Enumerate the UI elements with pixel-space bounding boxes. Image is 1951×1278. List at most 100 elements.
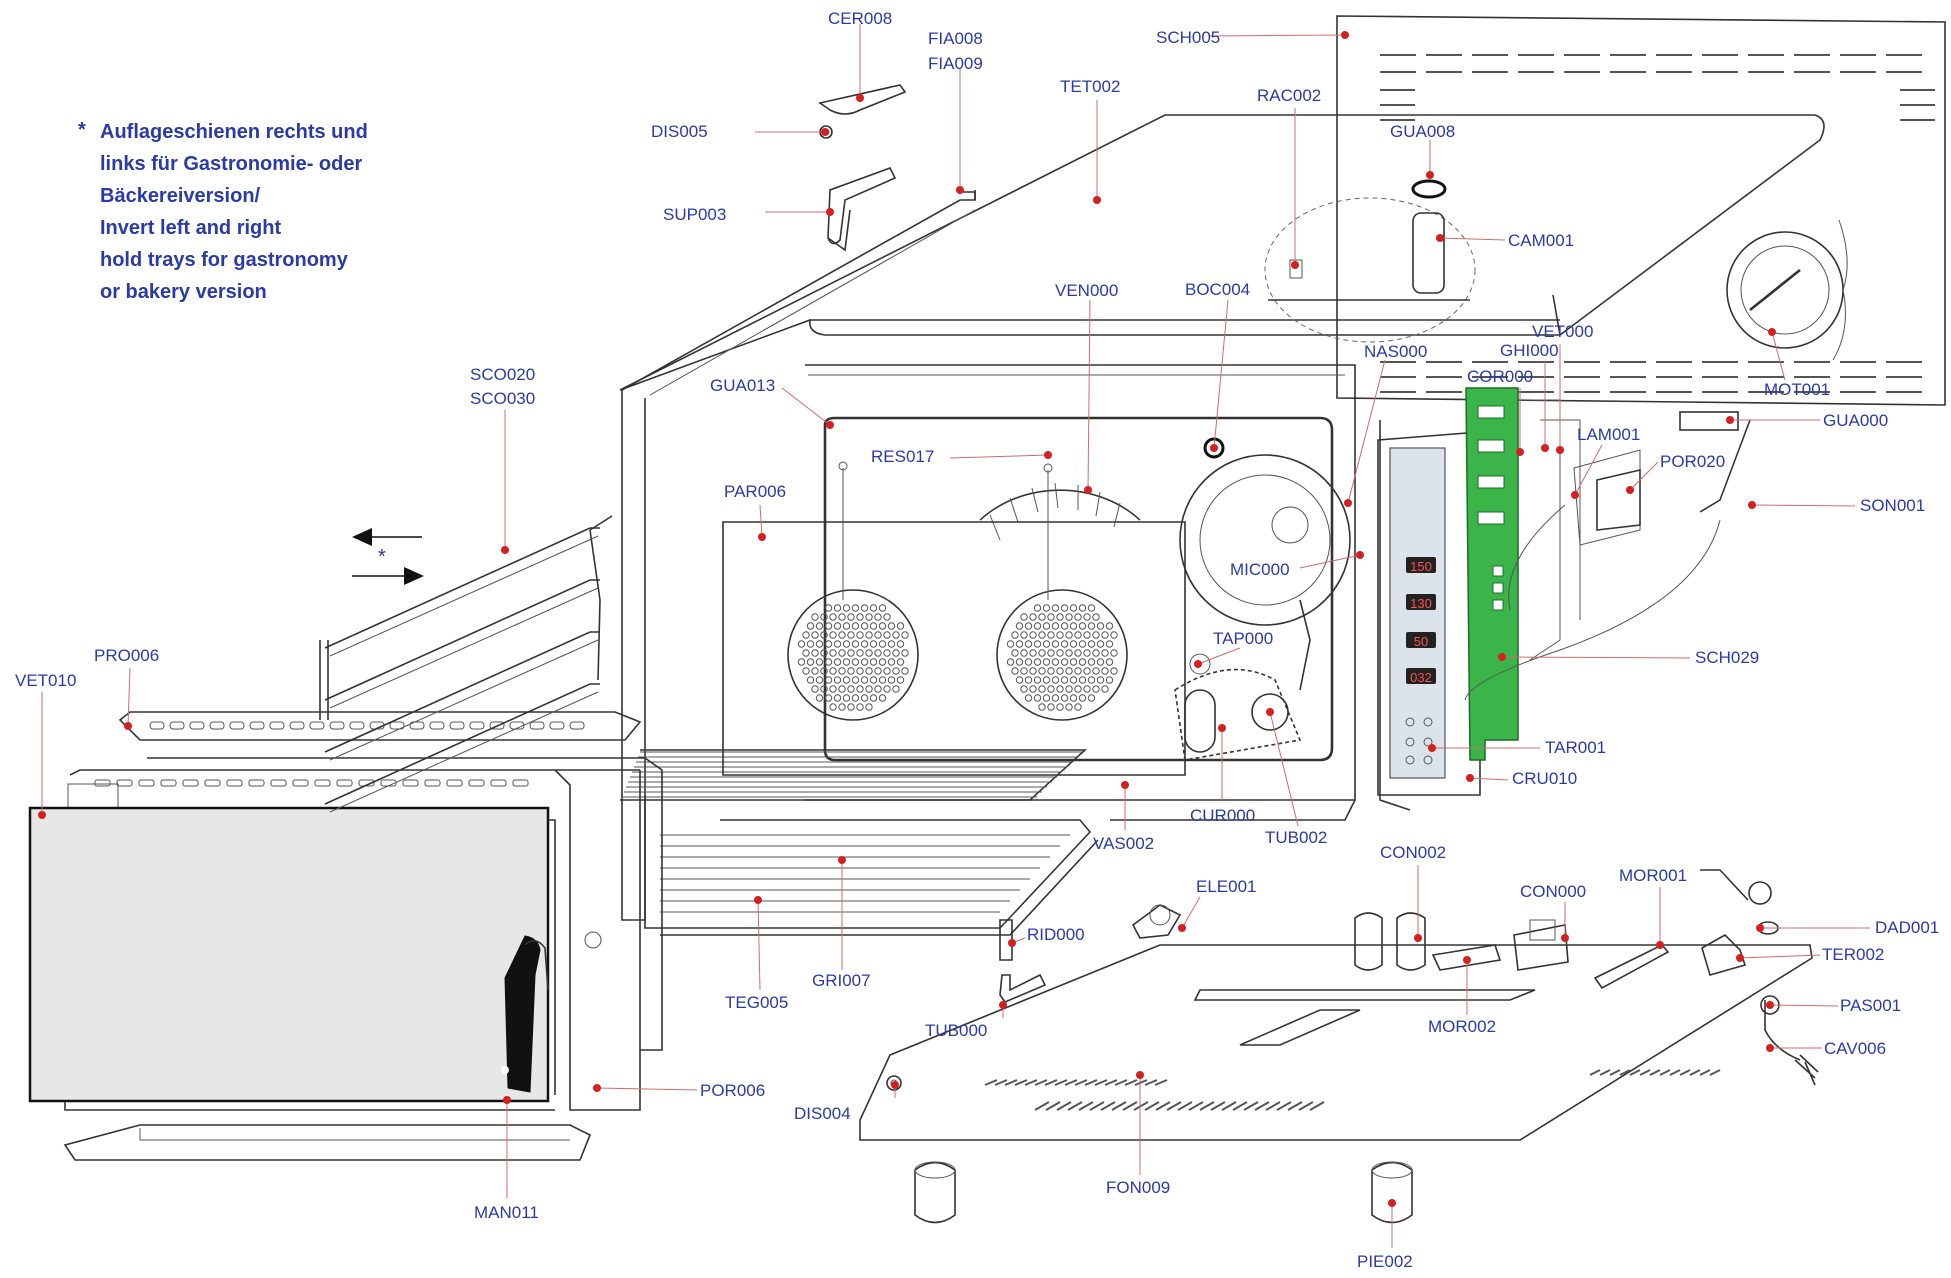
- baffle-hole: [865, 685, 873, 693]
- baffle-hole: [1006, 658, 1015, 666]
- label-tar001: TAR001: [1545, 738, 1606, 757]
- baffle-hole: [815, 694, 824, 702]
- baffle-hole: [811, 667, 819, 675]
- baffle-holes: [797, 604, 1118, 711]
- rail-slot: [149, 721, 165, 730]
- part-marker-dot: [1556, 446, 1564, 454]
- base-slot: [1609, 1069, 1621, 1076]
- base-slot: [1210, 1101, 1226, 1111]
- base-slot: [1669, 1069, 1681, 1076]
- rack-shelf-edge: [329, 587, 599, 709]
- label-cam001: CAM001: [1508, 231, 1574, 250]
- tray-teg005: [644, 795, 1099, 936]
- base-slot: [1084, 1079, 1098, 1086]
- part-marker-dot: [758, 533, 766, 541]
- part-marker-dot: [1136, 1071, 1144, 1079]
- base-slot: [1024, 1079, 1038, 1086]
- baffle-hole: [1105, 640, 1114, 648]
- baffle-hole: [815, 658, 824, 666]
- label-lam001: LAM001: [1577, 425, 1640, 444]
- baffle-hole: [878, 640, 887, 648]
- baffle-hole: [892, 685, 900, 693]
- baffle-hole: [842, 676, 851, 684]
- baffle-hole: [874, 631, 882, 639]
- baffle-hole: [833, 694, 842, 702]
- base-slot: [1144, 1079, 1158, 1086]
- part-marker-dot: [593, 1084, 601, 1092]
- leader-line: [1574, 444, 1603, 496]
- note-line-6: or bakery version: [100, 281, 267, 303]
- baffle-hole: [1038, 649, 1046, 657]
- baffle-hole: [811, 685, 819, 693]
- rail-slot: [409, 721, 425, 730]
- base-slot: [1067, 1101, 1083, 1111]
- door-slot: [468, 779, 485, 787]
- baffle-hole: [1060, 658, 1069, 666]
- rail-slot: [289, 721, 305, 730]
- baffle-hole: [1051, 676, 1060, 684]
- part-marker-dot: [1626, 486, 1634, 494]
- baffle-hole: [851, 658, 860, 666]
- door-slot: [248, 779, 265, 787]
- note-block: * Auflageschienen rechts und links für G…: [78, 119, 368, 303]
- base-slot: [1094, 1079, 1108, 1086]
- label-sch005: SCH005: [1156, 28, 1220, 47]
- rail-slot: [189, 721, 205, 730]
- baffle-hole: [865, 703, 873, 711]
- baffle-hole: [869, 694, 878, 702]
- part-marker-dot: [1768, 328, 1776, 336]
- baffle-hole: [869, 676, 878, 684]
- baffle-hole: [1038, 703, 1046, 711]
- part-marker-dot: [1766, 1001, 1774, 1009]
- baffle-hole: [883, 631, 891, 639]
- part-marker-dot: [1044, 451, 1052, 459]
- note-line-5: hold trays for gastronomy: [100, 249, 349, 271]
- part-marker-dot: [1341, 31, 1349, 39]
- baffle-hole: [1069, 658, 1078, 666]
- label-nas000: NAS000: [1364, 342, 1427, 361]
- base-slot: [1166, 1101, 1182, 1111]
- baffle-hole: [1069, 604, 1078, 612]
- baffle-hole: [1083, 667, 1091, 675]
- rack-shelf-edge: [329, 639, 599, 761]
- baffle-hole: [842, 622, 851, 630]
- baffle-hole: [1060, 676, 1069, 684]
- part-marker-dot: [1210, 444, 1218, 452]
- rail-slot: [469, 721, 485, 730]
- base-slot: [994, 1079, 1008, 1086]
- leader-line: [1501, 656, 1691, 659]
- base-slot: [1699, 1069, 1711, 1076]
- baffle-hole: [1096, 676, 1105, 684]
- part-marker-dot: [856, 94, 864, 102]
- baffle-hole: [1078, 694, 1087, 702]
- label-tub000: TUB000: [925, 1021, 987, 1040]
- part-marker-dot: [1748, 501, 1756, 509]
- rail-slot: [449, 721, 465, 730]
- baffle-hole: [829, 703, 837, 711]
- base-slot: [1199, 1101, 1215, 1111]
- baffle-hole: [1033, 640, 1042, 648]
- door-slot: [94, 779, 111, 787]
- door-assembly: [28, 711, 663, 1161]
- door-slot: [314, 779, 331, 787]
- baffle-hole: [829, 631, 837, 639]
- leader-line: [1087, 299, 1091, 491]
- baffle-hole: [1056, 667, 1064, 675]
- baffle-hole: [860, 604, 869, 612]
- note-line-4: Invert left and right: [100, 217, 281, 239]
- baffle-hole: [892, 667, 900, 675]
- baffle-hole: [1083, 685, 1091, 693]
- part-marker-dot: [826, 421, 834, 429]
- baffle-hole: [1047, 703, 1055, 711]
- baffle-hole: [1065, 703, 1073, 711]
- baffle-hole: [829, 649, 837, 657]
- door-slot: [292, 779, 309, 787]
- base-slot: [1232, 1101, 1248, 1111]
- label-mic000: MIC000: [1230, 560, 1290, 579]
- baffle-hole: [1078, 640, 1087, 648]
- baffle-hole: [1069, 640, 1078, 648]
- baffle-hole: [1042, 658, 1051, 666]
- part-marker-dot: [754, 896, 762, 904]
- baffle-hole: [896, 622, 905, 630]
- part-marker-dot: [1388, 1199, 1396, 1207]
